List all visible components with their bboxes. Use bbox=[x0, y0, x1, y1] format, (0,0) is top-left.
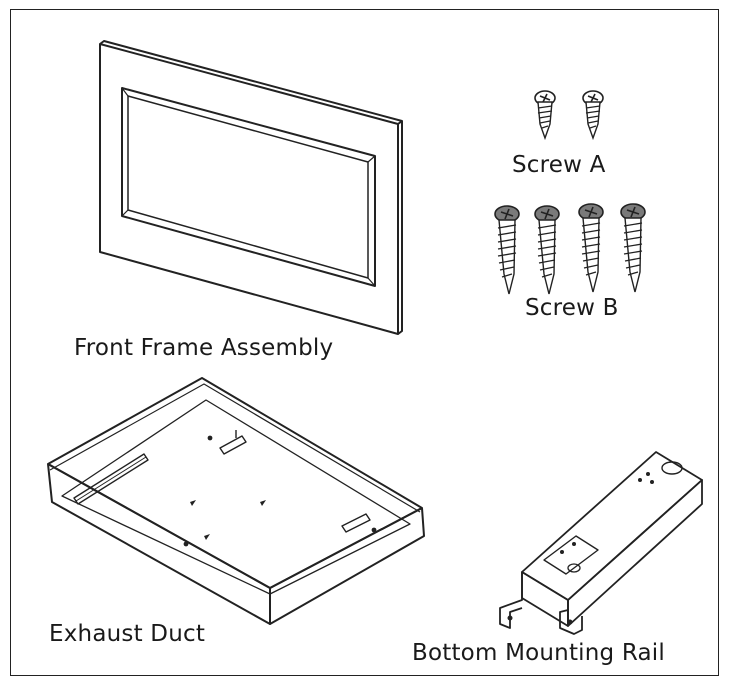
screw-a-illustration bbox=[534, 90, 604, 139]
exhaust-duct-illustration bbox=[47, 377, 425, 625]
screw-b-4 bbox=[620, 203, 646, 293]
exhaust-duct-label: Exhaust Duct bbox=[49, 621, 206, 647]
screw-b-label: Screw B bbox=[525, 295, 619, 321]
front-frame-assembly-illustration bbox=[99, 40, 403, 335]
screw-b-2 bbox=[534, 205, 560, 295]
screw-b-1 bbox=[494, 205, 520, 295]
bottom-mounting-rail-label: Bottom Mounting Rail bbox=[412, 640, 665, 666]
bottom-mounting-rail-illustration bbox=[499, 451, 703, 635]
screw-b-illustration bbox=[494, 203, 646, 295]
front-frame-assembly-label: Front Frame Assembly bbox=[74, 335, 334, 361]
screw-a-1 bbox=[534, 90, 556, 139]
screw-a-label: Screw A bbox=[512, 152, 606, 178]
diagram-border bbox=[10, 9, 719, 676]
screw-b-3 bbox=[578, 203, 604, 293]
screw-a-2 bbox=[582, 90, 604, 139]
